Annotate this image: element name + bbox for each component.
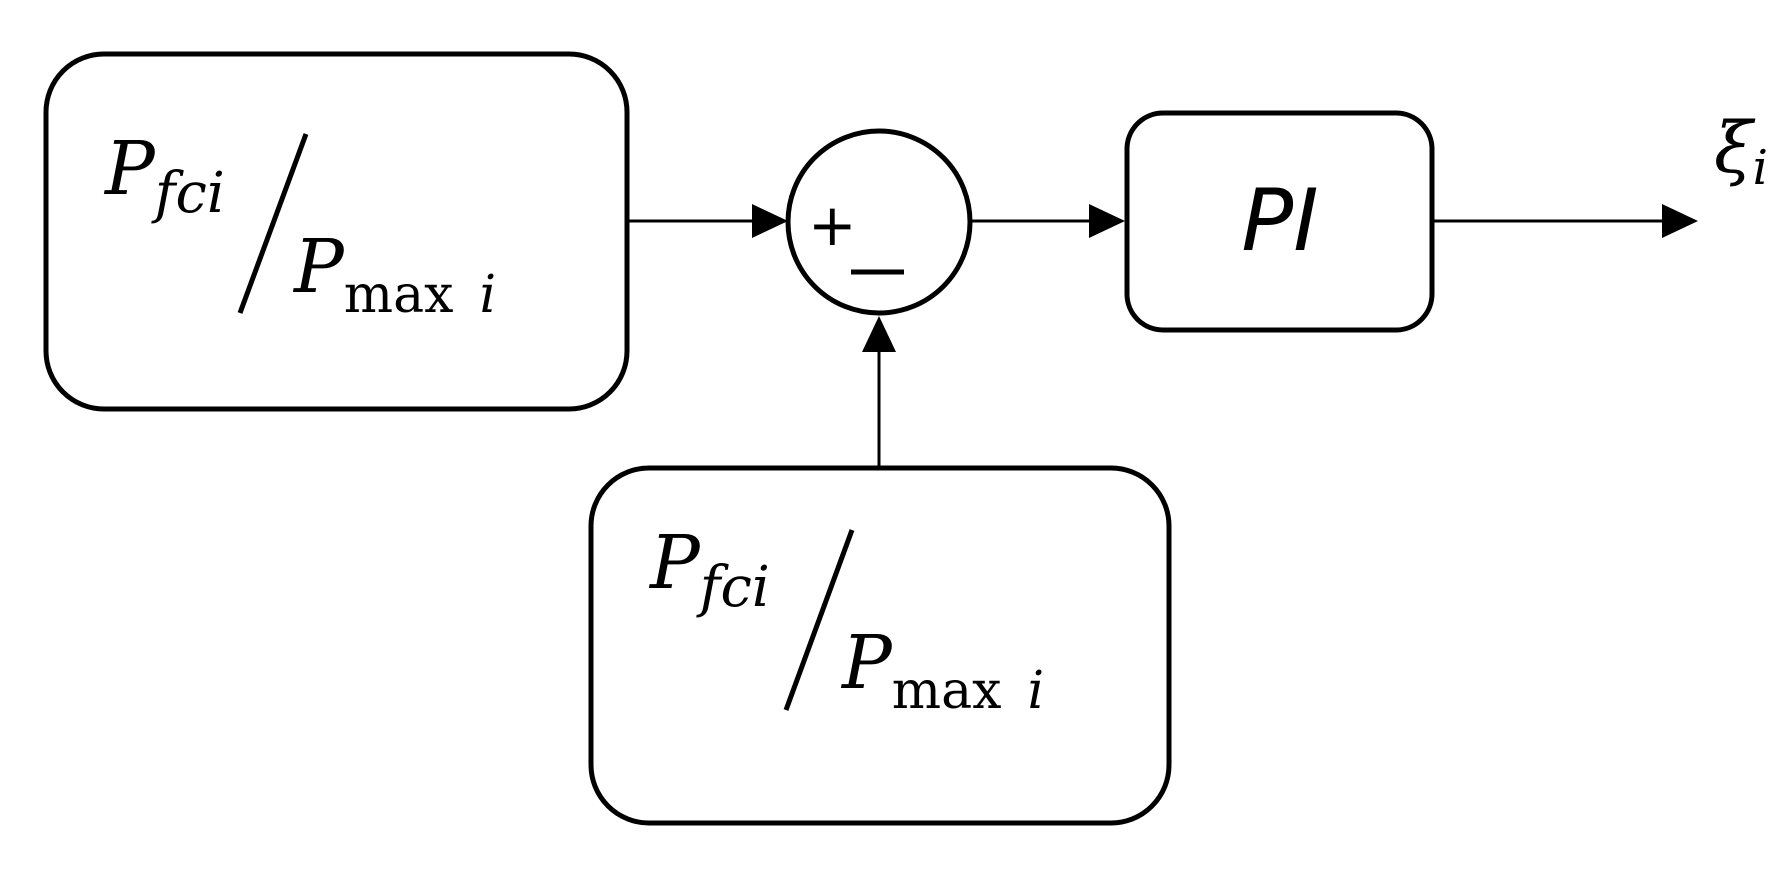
- input-block-bottom-fraction-slash: [783, 529, 855, 711]
- summing-junction: +: [785, 128, 973, 316]
- input-block-top-numerator: Pfci: [103, 126, 225, 226]
- arrowhead-1: [752, 204, 788, 238]
- signal-line-2: [970, 204, 1125, 238]
- pi-controller-block: PI: [1124, 110, 1435, 333]
- signal-line-1: [627, 204, 788, 238]
- arrowhead-output: [1662, 204, 1698, 238]
- signal-line-output: [1432, 204, 1698, 238]
- signal-line-feedback: [862, 316, 896, 468]
- pi-controller-label: PI: [1241, 171, 1318, 271]
- arrowhead-feedback: [862, 316, 896, 352]
- input-block-top-fraction-slash: [237, 133, 309, 314]
- input-block-bottom-frame: [588, 465, 1172, 826]
- input-block-top-frame: [43, 51, 630, 412]
- arrowhead-2: [1089, 204, 1125, 238]
- plus-sign: +: [808, 191, 857, 259]
- output-label: ξi: [1714, 107, 1768, 196]
- input-block-bottom-numerator: Pfci: [648, 520, 770, 620]
